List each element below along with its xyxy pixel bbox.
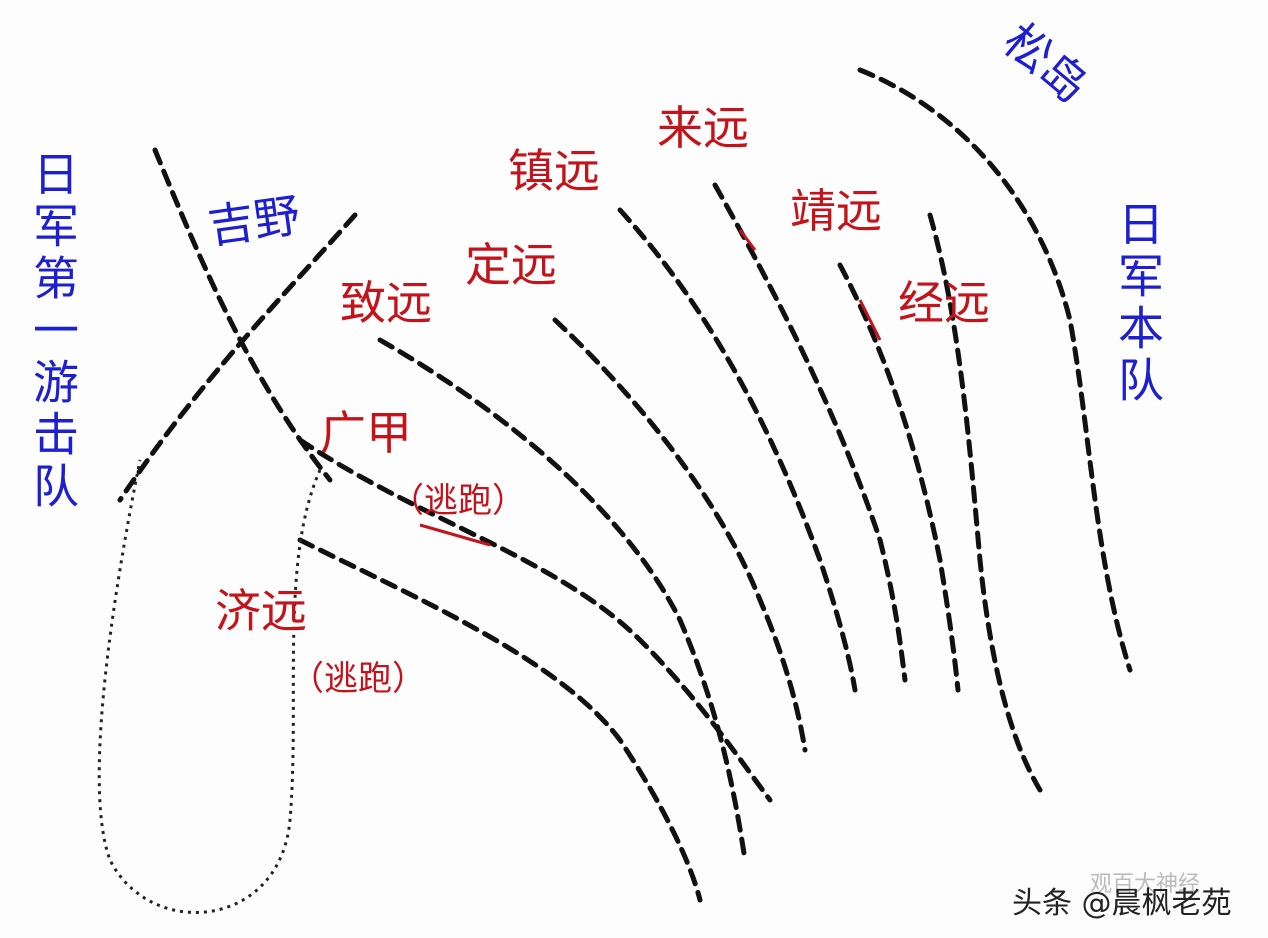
- watermark: 头条 @晨枫老苑: [1012, 886, 1232, 921]
- label-laiyuan: 来远: [657, 101, 749, 155]
- label-zhiyuan: 致远: [340, 276, 432, 330]
- damage-mark-jingyuan: [858, 299, 882, 341]
- label-guangjia: 广甲: [320, 406, 412, 460]
- track-jiyuan-loop: [97, 459, 322, 914]
- track-jiyuan: [297, 537, 703, 903]
- label-japan-main-fleet: 日军本队: [1111, 200, 1165, 408]
- label-jingyuan-b: 经远: [898, 276, 990, 330]
- track-jingyuan-a: [837, 262, 961, 693]
- damage-mark-guangjia: [419, 523, 491, 547]
- label-dingyuan: 定远: [465, 238, 557, 292]
- track-flying-squadron-2: [117, 212, 358, 503]
- label-jiyuan: 济远: [215, 584, 307, 638]
- track-laiyuan: [712, 182, 908, 683]
- track-dingyuan: [552, 317, 808, 753]
- track-guangjia: [297, 437, 773, 803]
- label-japan-flying-squadron: 日军第一游击队: [26, 150, 80, 514]
- label-zhenyuan: 镇远: [508, 144, 600, 198]
- label-jiyuan-note: （逃跑）: [290, 659, 426, 699]
- label-guangjia-note: （逃跑）: [390, 481, 526, 521]
- track-zhiyuan: [377, 337, 748, 863]
- track-zhenyuan: [617, 207, 858, 693]
- track-jingyuan-b: [927, 212, 1043, 793]
- label-yoshino: 吉野: [204, 187, 304, 255]
- damage-mark-laiyuan: [738, 229, 757, 251]
- watermark-faint: 观百大神经: [1090, 872, 1201, 897]
- track-main-fleet: [857, 67, 1133, 673]
- label-jingyuan-a: 靖远: [790, 184, 882, 238]
